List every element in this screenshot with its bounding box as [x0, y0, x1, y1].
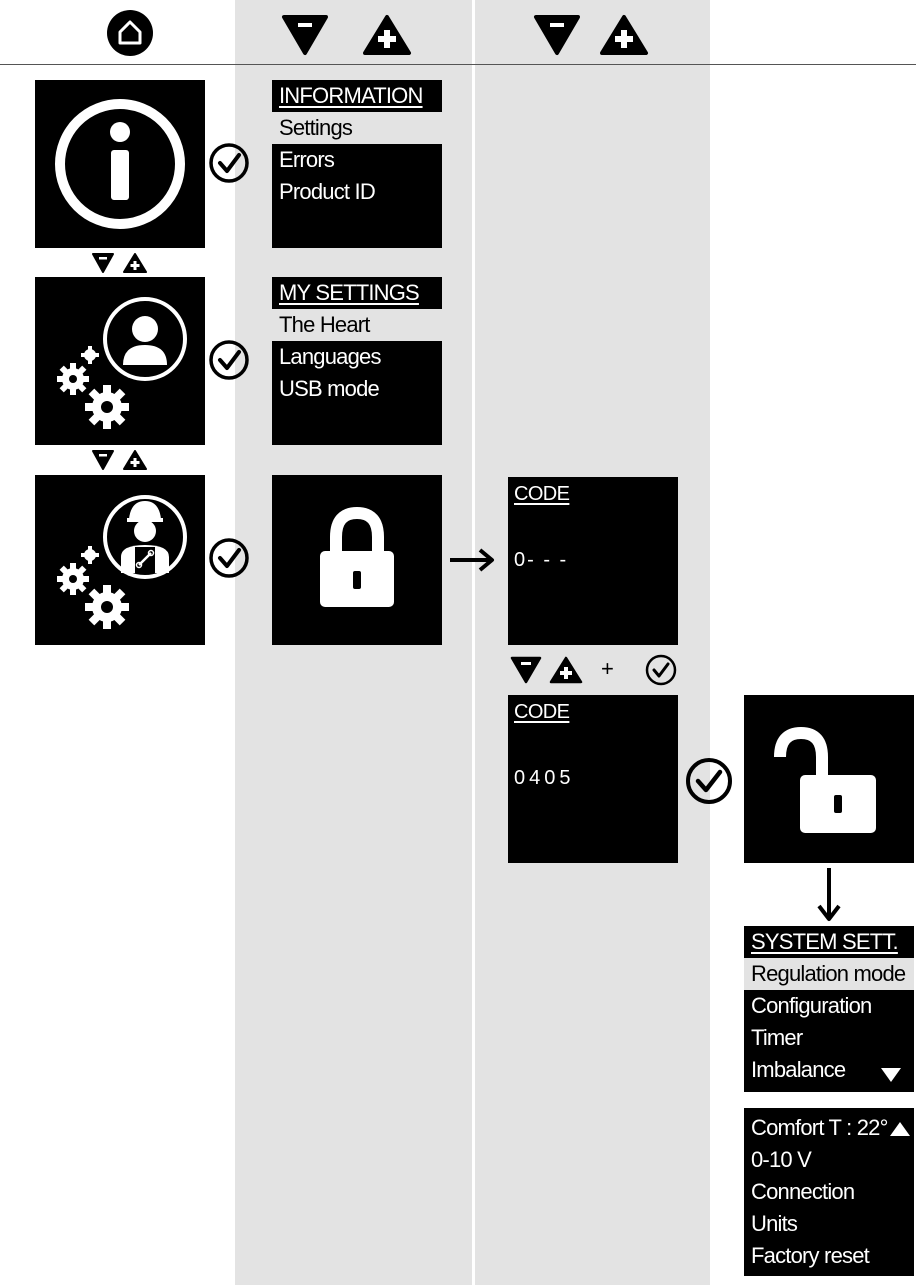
info-menu-item-errors[interactable]: Errors — [279, 147, 335, 172]
down-triangle-icon — [533, 14, 581, 56]
system-menu-title: SYSTEM SETT. — [751, 929, 899, 954]
code-screen-entry: CODE 0- - - — [508, 477, 678, 645]
check-icon — [207, 338, 251, 382]
header-divider — [0, 64, 916, 65]
down-triangle-icon — [91, 252, 115, 274]
home-icon — [107, 10, 153, 56]
code-value: 0- - - — [514, 549, 569, 571]
my-settings-item-usb-mode[interactable]: USB mode — [279, 376, 380, 401]
unlock-icon — [774, 726, 876, 833]
user-settings-screen — [35, 277, 205, 445]
check-icon — [683, 755, 735, 807]
plus-sign: + — [601, 656, 614, 681]
system-item-0-10v[interactable]: 0-10 V — [751, 1147, 812, 1172]
info-menu-item-settings[interactable]: Settings — [272, 112, 442, 144]
system-item-timer[interactable]: Timer — [751, 1025, 803, 1050]
system-item-configuration[interactable]: Configuration — [751, 993, 872, 1018]
system-item-factory-reset[interactable]: Factory reset — [751, 1243, 870, 1268]
check-icon — [207, 536, 251, 580]
locked-screen — [272, 475, 442, 645]
my-settings-menu-title: MY SETTINGS — [279, 280, 420, 305]
info-menu: INFORMATION Settings Errors Product ID — [272, 80, 442, 248]
code-value: 0405 — [514, 767, 575, 789]
check-icon — [644, 653, 678, 687]
my-settings-item-languages[interactable]: Languages — [279, 344, 381, 369]
plus-triangle-icon — [122, 449, 148, 471]
scroll-up-icon — [889, 1120, 911, 1138]
plus-triangle-icon — [599, 14, 649, 56]
my-settings-item-the-heart[interactable]: The Heart — [272, 309, 442, 341]
my-settings-menu: MY SETTINGS The Heart Languages USB mode — [272, 277, 442, 445]
user-gears-icon — [57, 297, 187, 429]
down-triangle-icon — [510, 656, 542, 684]
plus-triangle-icon — [122, 252, 148, 274]
info-menu-title: INFORMATION — [279, 83, 423, 108]
plus-triangle-icon — [362, 14, 412, 56]
code-screen-entered: CODE 0405 — [508, 695, 678, 863]
installer-gears-icon — [57, 495, 187, 629]
plus-triangle-icon — [549, 656, 583, 684]
system-settings-menu-continued: Comfort T : 22° 0-10 V Connection Units … — [744, 1108, 914, 1276]
lock-icon — [320, 506, 394, 607]
system-item-regulation-mode[interactable]: Regulation mode — [744, 958, 914, 990]
system-item-connection[interactable]: Connection — [751, 1179, 855, 1204]
info-icon — [55, 99, 185, 229]
down-arrow-icon — [816, 866, 842, 924]
installer-screen — [35, 475, 205, 645]
scroll-down-icon — [880, 1066, 902, 1084]
right-arrow-icon — [448, 547, 496, 573]
unlocked-screen — [744, 695, 914, 863]
code-title: CODE — [514, 483, 570, 505]
system-item-imbalance[interactable]: Imbalance — [751, 1057, 846, 1082]
system-item-comfort-t[interactable]: Comfort T : 22° — [751, 1115, 888, 1140]
check-icon — [207, 141, 251, 185]
info-menu-item-product-id[interactable]: Product ID — [279, 179, 376, 204]
info-screen — [35, 80, 205, 248]
system-item-units[interactable]: Units — [751, 1211, 798, 1236]
code-title: CODE — [514, 701, 570, 723]
down-triangle-icon — [281, 14, 329, 56]
system-settings-menu: SYSTEM SETT. Regulation mode Configurati… — [744, 926, 914, 1092]
down-triangle-icon — [91, 449, 115, 471]
